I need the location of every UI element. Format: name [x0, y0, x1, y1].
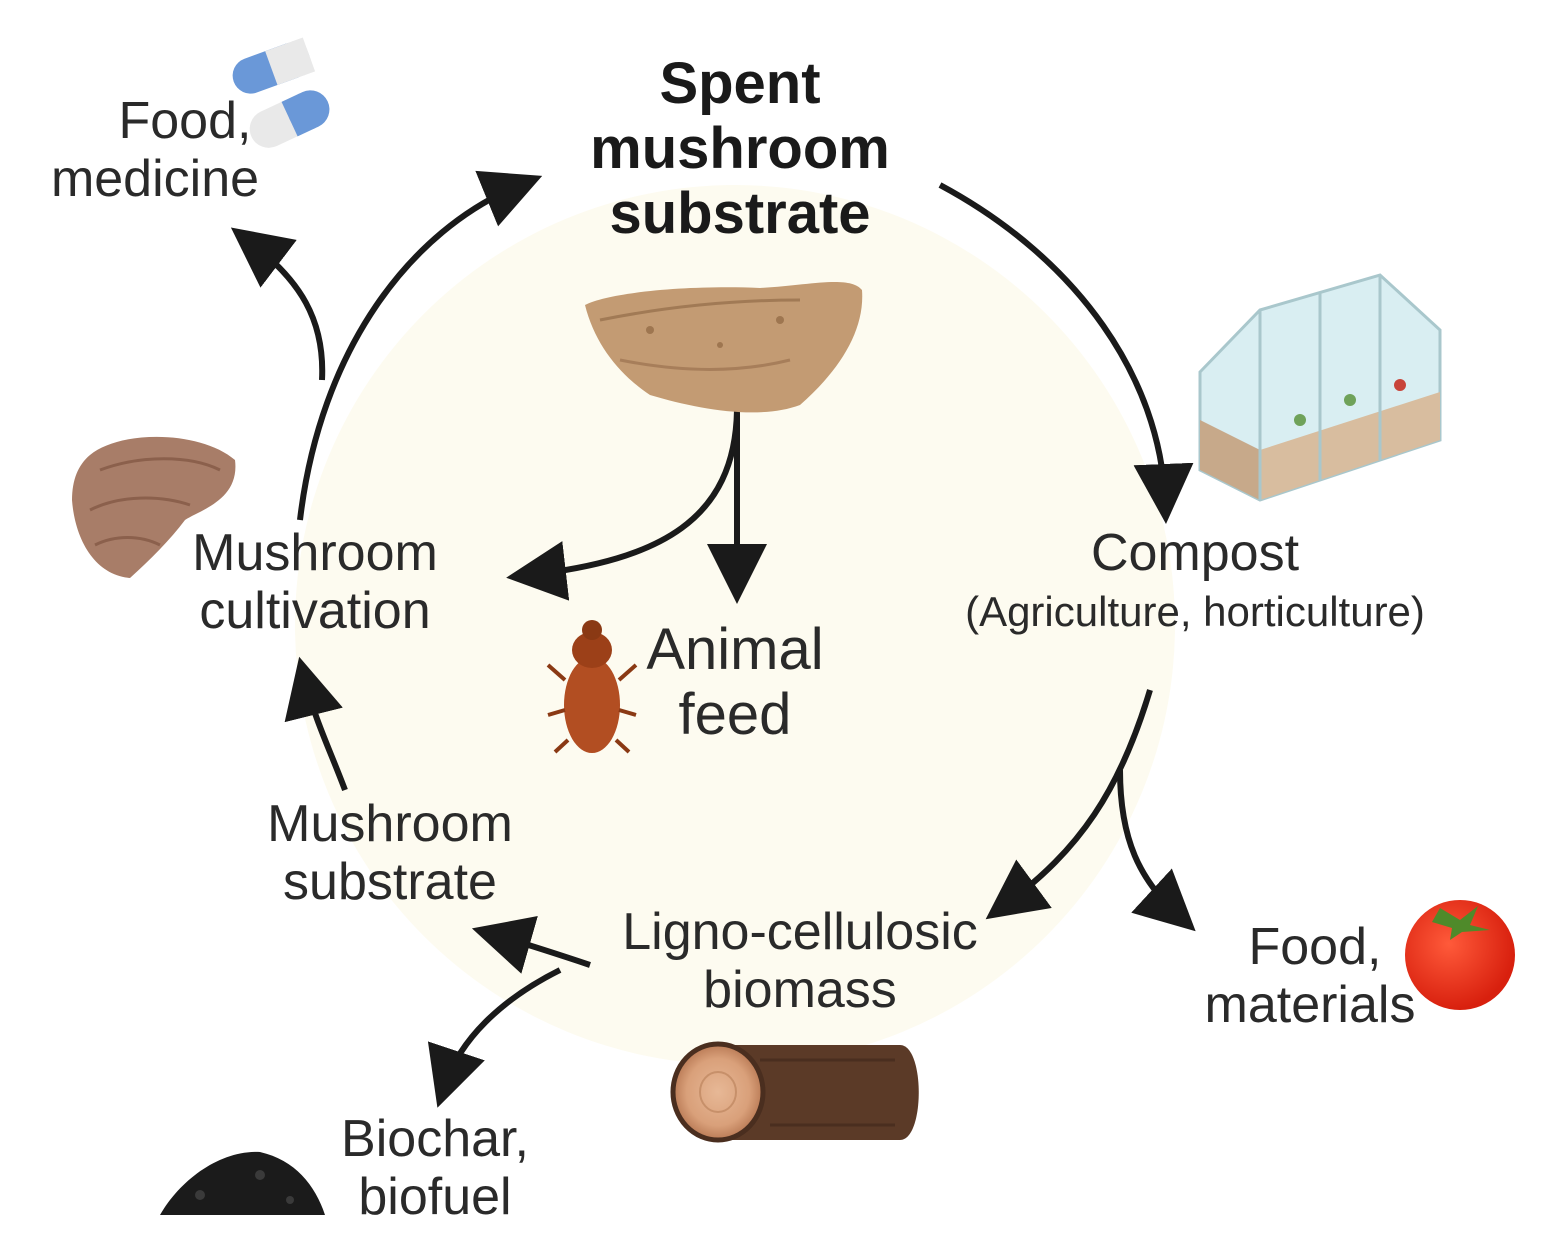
biochar-line1: Biochar,: [341, 1110, 529, 1168]
compost-label: Compost (Agriculture, horticulture): [900, 524, 1490, 635]
lignocellulosic-line2: biomass: [703, 961, 897, 1020]
arrow-to-biochar: [427, 967, 562, 1108]
mushroom-cultivation-line2: cultivation: [199, 582, 431, 641]
mushroom-cultivation-label: Mushroom cultivation: [160, 524, 470, 640]
arrow-to-mushroom-substrate: [471, 916, 591, 974]
wood-log-icon: [670, 1041, 919, 1143]
arrow-to-food-medicine: [230, 227, 326, 381]
greenhouse-icon: [1198, 273, 1442, 502]
compost-line2: (Agriculture, horticulture): [965, 588, 1425, 636]
tomato-icon: [1405, 900, 1515, 1010]
arrow-to-compost: [938, 182, 1194, 524]
arrow-compost-to-biomass: [985, 689, 1153, 920]
center-title: Spent mushroom substrate: [560, 51, 920, 247]
mushroom-substrate-label: Mushroom substrate: [235, 795, 545, 911]
food-medicine-line2: medicine: [50, 150, 260, 209]
animal-feed-line2: feed: [678, 681, 792, 747]
center-title-line3: substrate: [609, 180, 871, 246]
animal-feed-label: Animal feed: [620, 617, 850, 748]
food-medicine-line1: Food,: [118, 92, 252, 150]
food-materials-label: Food, materials: [1170, 918, 1450, 1034]
center-title-line2: mushroom: [590, 115, 890, 181]
compost-line1: Compost: [1090, 524, 1300, 582]
cycle-background-circle: [295, 185, 1175, 1065]
lignocellulosic-line1: Ligno-cellulosic: [622, 903, 978, 961]
biochar-line2: biofuel: [358, 1168, 512, 1227]
mushroom-cultivation-line1: Mushroom: [192, 524, 438, 582]
lignocellulosic-biomass-label: Ligno-cellulosic biomass: [585, 903, 1015, 1019]
mushroom-substrate-line2: substrate: [283, 853, 497, 912]
animal-feed-line1: Animal: [646, 617, 824, 682]
arrow-to-mushroom-cultivation-inner: [506, 409, 740, 601]
capsule-pills-icon: [232, 37, 330, 148]
food-materials-line1: Food,: [1248, 918, 1382, 976]
beetle-icon: [546, 620, 638, 754]
food-materials-line2: materials: [1204, 976, 1416, 1035]
mushroom-cluster-icon: [72, 436, 236, 578]
arrow-to-food-materials: [1117, 769, 1196, 932]
biochar-pile-icon: [160, 1151, 325, 1215]
mushroom-substrate-line1: Mushroom: [267, 795, 513, 853]
biochar-biofuel-label: Biochar, biofuel: [315, 1110, 555, 1226]
food-medicine-label: Food, medicine: [20, 92, 290, 208]
arrow-to-spent-substrate: [297, 170, 543, 521]
arrow-to-mushroom-cultivation: [284, 656, 348, 792]
center-title-line1: Spent: [659, 51, 821, 116]
substrate-block-icon: [585, 281, 863, 413]
